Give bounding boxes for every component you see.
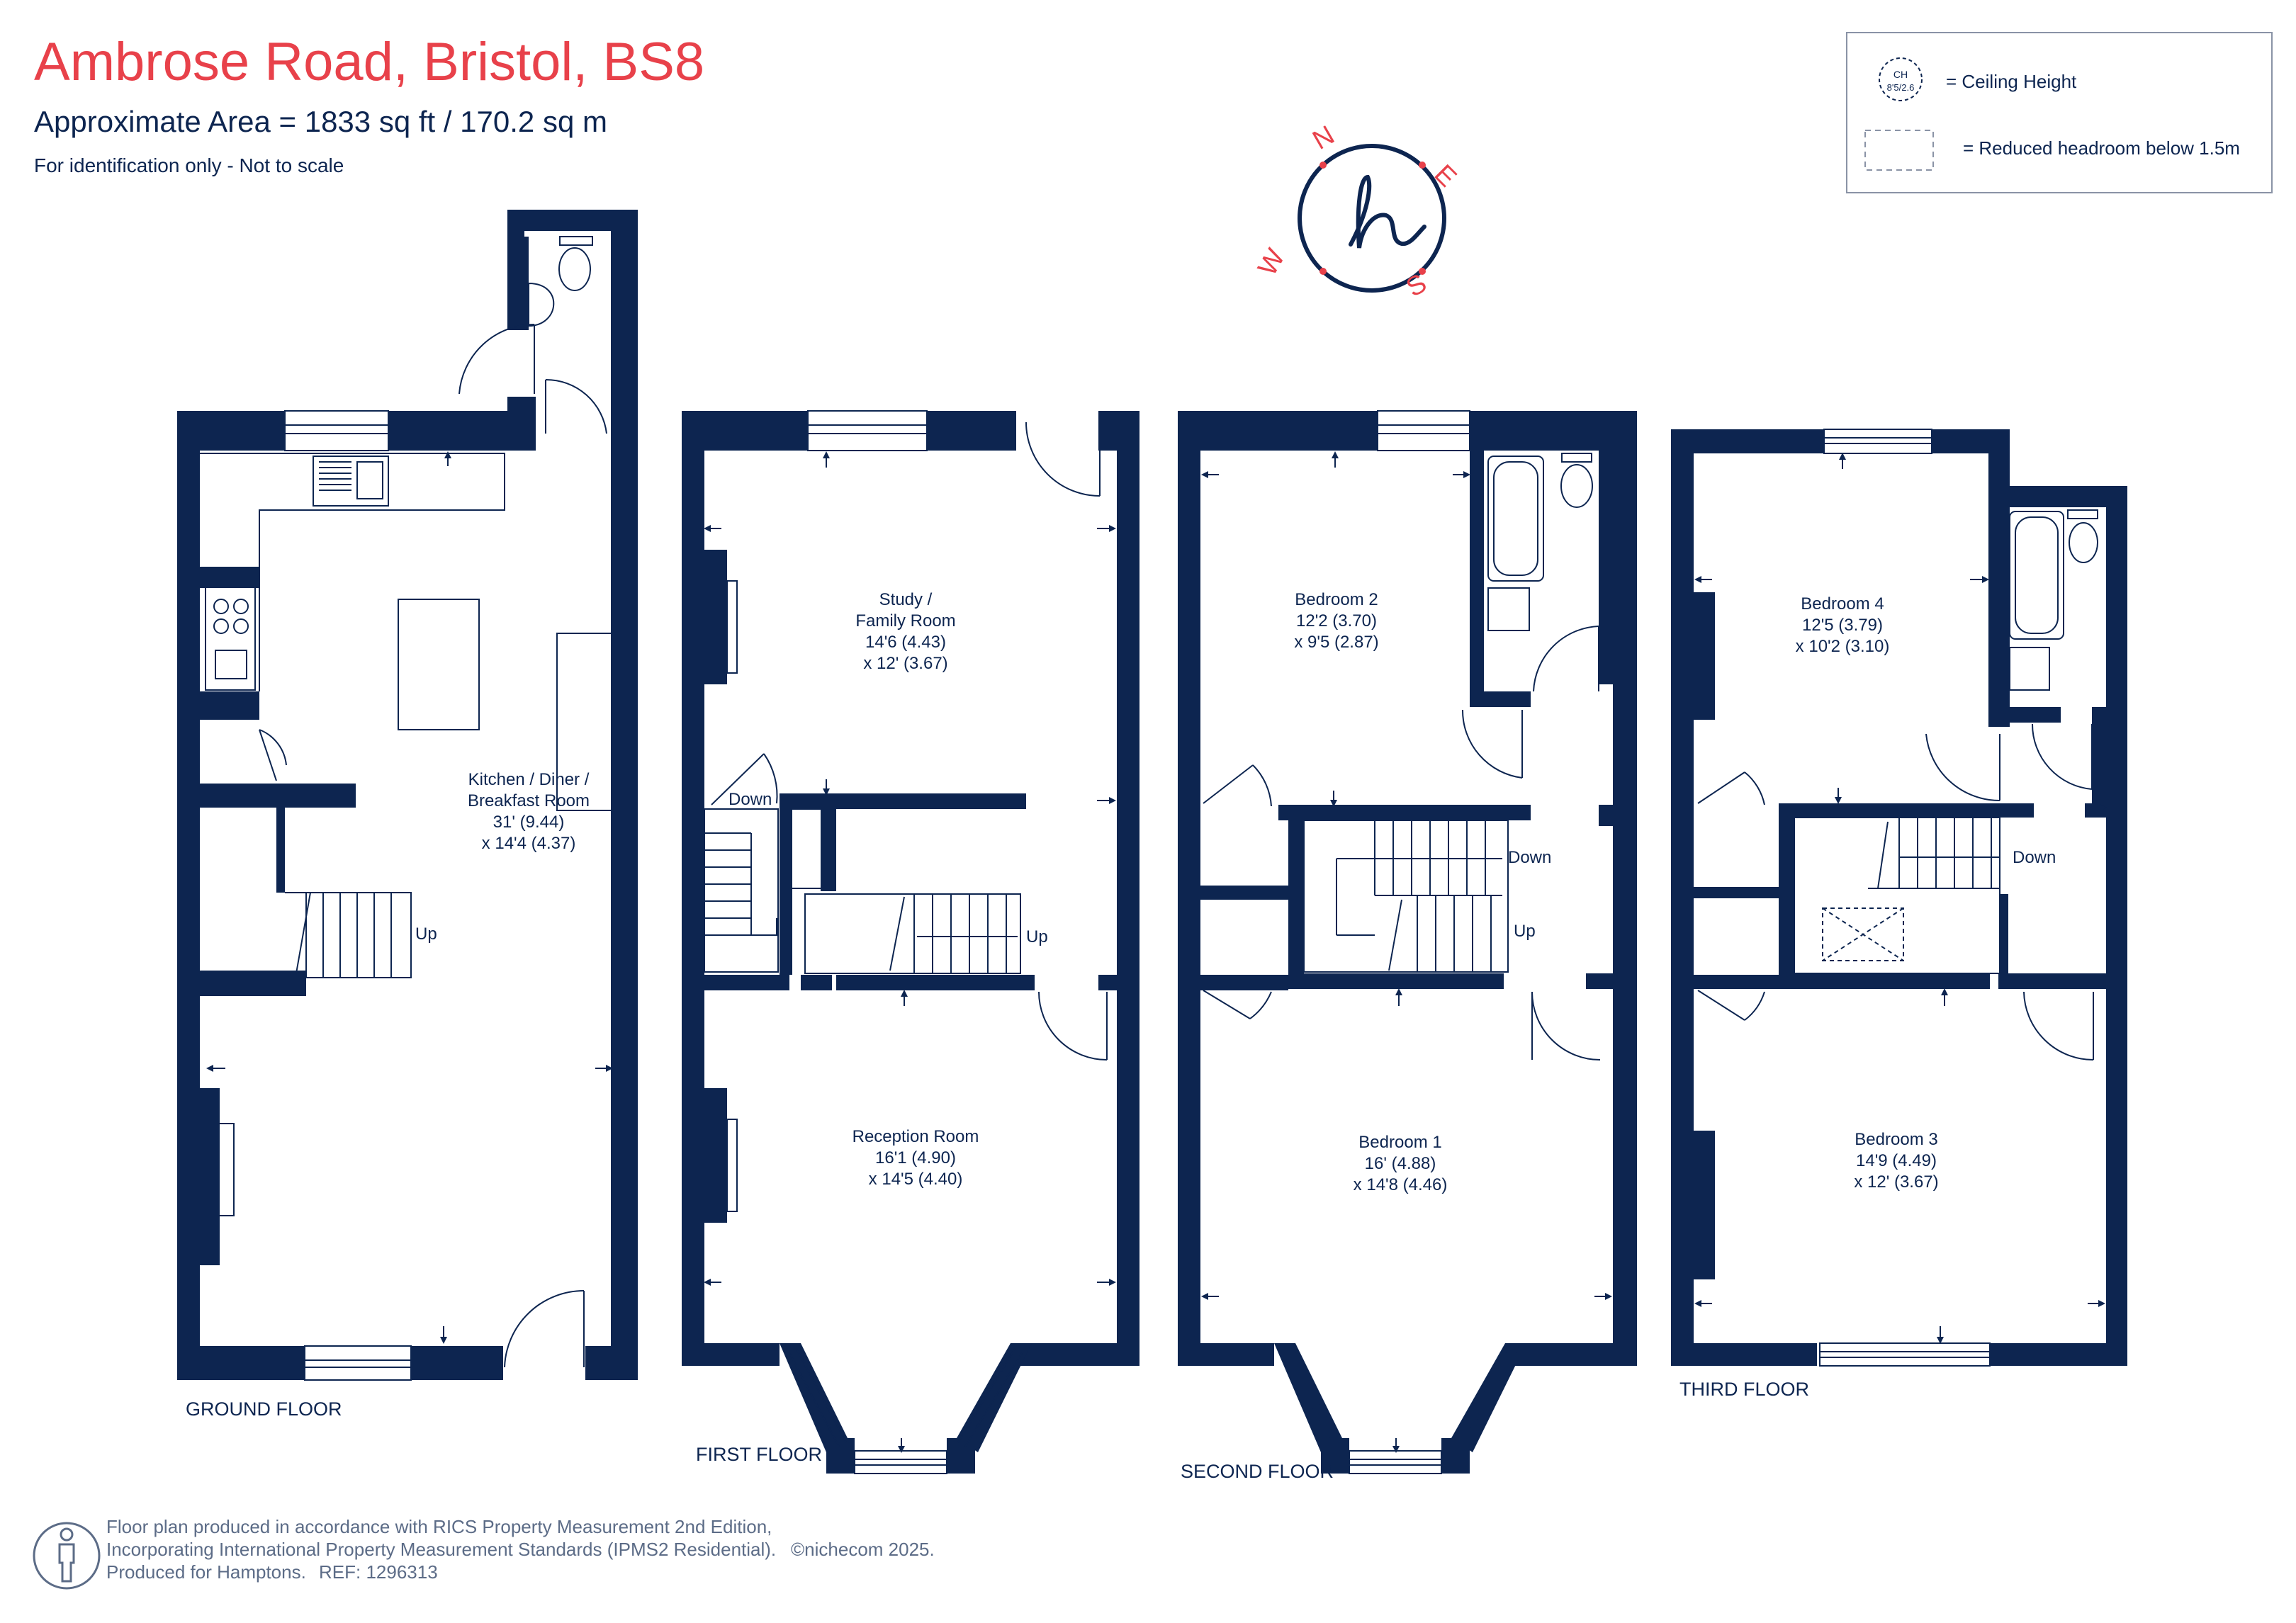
bedroom4-dim-2: x 10'2 (3.10): [1796, 637, 1890, 656]
ceiling-symbol-bottom: 8'5/2.6: [1887, 82, 1915, 93]
ground-floor-fixtures: [199, 236, 614, 1381]
bedroom1-dim-1: 16' (4.88): [1365, 1154, 1436, 1173]
footer-line-2: Incorporating International Property Mea…: [106, 1539, 777, 1560]
bedroom2-dim-1: 12'2 (3.70): [1296, 611, 1377, 630]
approximate-area: Approximate Area = 1833 sq ft / 170.2 sq…: [34, 105, 607, 138]
ceiling-symbol-top: CH: [1893, 69, 1908, 80]
footer-ref: REF: 1296313: [319, 1561, 438, 1583]
third-floor-label: THIRD FLOOR: [1679, 1379, 1809, 1400]
ceiling-height-label: = Ceiling Height: [1946, 71, 2077, 92]
bedroom3-dim-1: 14'9 (4.49): [1856, 1151, 1937, 1170]
first-stair-up: Up: [1026, 927, 1048, 946]
compass: N E S W: [1252, 120, 1462, 303]
kitchen-dim-2: x 14'4 (4.37): [482, 834, 576, 853]
study-dim-1: 14'6 (4.43): [865, 633, 946, 652]
kitchen-name-1: Kitchen / Diner /: [468, 770, 590, 789]
footer-line-1: Floor plan produced in accordance with R…: [106, 1516, 772, 1537]
identification-note: For identification only - Not to scale: [34, 154, 344, 176]
bedroom3-dim-2: x 12' (3.67): [1854, 1172, 1938, 1192]
reduced-headroom-icon: [1864, 130, 1934, 171]
third-floor: [1671, 429, 2127, 1366]
second-floor: [1178, 411, 1637, 1474]
bedroom1-dim-2: x 14'8 (4.46): [1354, 1175, 1448, 1194]
second-floor-arrows: [1201, 451, 1612, 1453]
kitchen-name-2: Breakfast Room: [468, 791, 590, 810]
study-name-1: Study /: [879, 590, 933, 609]
second-floor-label: SECOND FLOOR: [1181, 1461, 1334, 1482]
compass-s: S: [1402, 268, 1432, 303]
third-stair-down: Down: [2013, 848, 2056, 867]
bedroom3-name: Bedroom 3: [1855, 1130, 1937, 1149]
bedroom2-name: Bedroom 2: [1295, 590, 1378, 609]
study-dim-2: x 12' (3.67): [863, 654, 947, 673]
reception-name: Reception Room: [852, 1127, 979, 1146]
first-floor: [682, 411, 1139, 1474]
bedroom1-name: Bedroom 1: [1358, 1133, 1441, 1152]
third-floor-arrows: [1694, 453, 2107, 1344]
compass-e: E: [1429, 159, 1463, 193]
second-stair-down: Down: [1508, 848, 1551, 867]
property-title: Ambrose Road, Bristol, BS8: [34, 32, 705, 92]
kitchen-dim-1: 31' (9.44): [493, 813, 565, 832]
ground-floor: [177, 210, 638, 1380]
bedroom4-name: Bedroom 4: [1801, 594, 1884, 613]
first-floor-label: FIRST FLOOR: [696, 1444, 822, 1465]
compass-w: W: [1252, 244, 1290, 281]
first-floor-fixtures: [704, 410, 1108, 1474]
bedroom4-dim-1: 12'5 (3.79): [1802, 616, 1883, 635]
third-floor-fixtures: [1697, 429, 2098, 1367]
ground-stair-up: Up: [415, 924, 437, 944]
legend: CH 8'5/2.6 = Ceiling Height = Reduced he…: [1846, 32, 2273, 193]
ceiling-height-icon: [1879, 57, 1923, 101]
person-icon: [33, 1522, 101, 1590]
brand-logo-icon: [1349, 174, 1426, 249]
compass-n: N: [1308, 120, 1340, 156]
reduced-headroom-label: = Reduced headroom below 1.5m: [1963, 137, 2240, 159]
footer-line-3: Produced for Hamptons.: [106, 1561, 306, 1583]
ground-floor-label: GROUND FLOOR: [186, 1398, 342, 1420]
study-name-2: Family Room: [855, 611, 955, 630]
reception-dim-2: x 14'5 (4.40): [869, 1170, 963, 1189]
second-stair-up: Up: [1514, 922, 1536, 941]
footer-copyright: ©nichecom 2025.: [791, 1539, 935, 1560]
second-floor-fixtures: [1203, 410, 1601, 1474]
ground-floor-arrows: [206, 451, 613, 1344]
bedroom2-dim-2: x 9'5 (2.87): [1294, 633, 1378, 652]
first-floor-arrows: [704, 451, 1116, 1453]
first-stair-down: Down: [728, 790, 772, 809]
reception-dim-1: 16'1 (4.90): [875, 1148, 956, 1167]
